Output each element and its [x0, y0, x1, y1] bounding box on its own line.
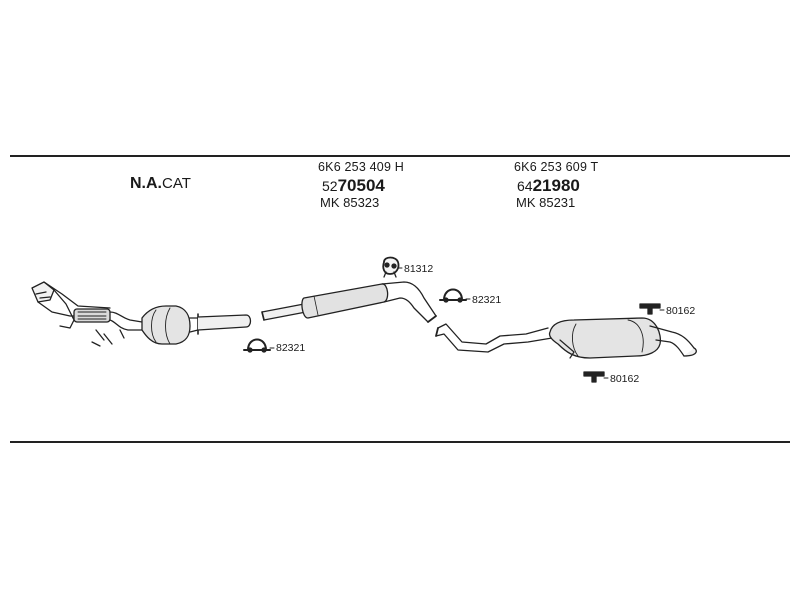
- hanger-icon-bottom: [583, 371, 605, 383]
- catalyst-label: N.A.CAT: [130, 175, 191, 193]
- middle-muffler: [261, 281, 437, 323]
- rear-muffler-article: 6421980: [517, 176, 580, 196]
- rear-muffler-oem: 6K6 253 609 T: [514, 160, 599, 174]
- bottom-divider: [10, 441, 790, 443]
- middle-muffler-oem: 6K6 253 409 H: [318, 160, 404, 174]
- catalyst-label-suffix: CAT: [162, 175, 191, 192]
- hanger-bottom-part-number: 80162: [610, 373, 640, 385]
- middle-muffler-article-prefix: 52: [322, 178, 338, 194]
- hanger-top-part-number: 80162: [666, 305, 696, 317]
- hanger-icon-top: [639, 303, 661, 315]
- rear-muffler-article-prefix: 64: [517, 178, 533, 194]
- middle-muffler-mk: MK 85323: [320, 195, 380, 210]
- catalytic-converter: [141, 305, 252, 345]
- rear-muffler-mk: MK 85231: [516, 195, 576, 210]
- flex-pipe-section: [73, 308, 111, 323]
- rubber-mount-icon: [382, 256, 400, 278]
- clamp-icon-front: [243, 338, 271, 353]
- middle-muffler-article-number: 70504: [337, 176, 385, 195]
- exhaust-manifold: [31, 281, 143, 347]
- clamp-icon-rear: [439, 288, 467, 303]
- middle-muffler-article: 5270504: [322, 176, 385, 196]
- mount-part-number: 81312: [404, 263, 434, 275]
- top-divider: [10, 155, 790, 157]
- rear-muffler: [435, 317, 697, 359]
- clamp-front-part-number: 82321: [276, 342, 306, 354]
- rear-muffler-article-number: 21980: [532, 176, 580, 195]
- catalyst-label-bold: N.A.: [130, 175, 162, 192]
- clamp-rear-part-number: 82321: [472, 294, 502, 306]
